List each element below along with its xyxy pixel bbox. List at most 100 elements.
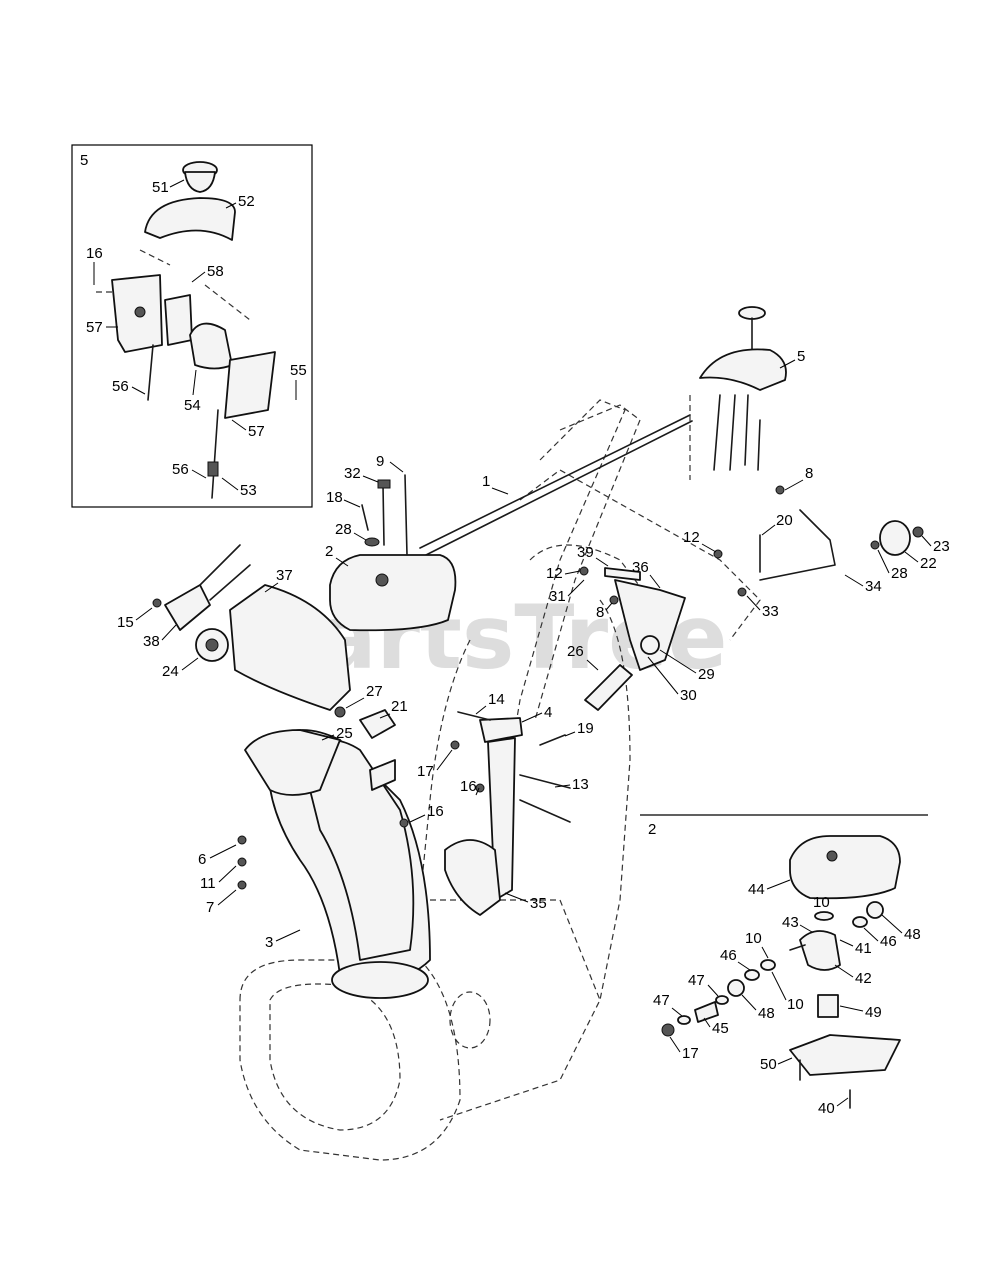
callout-16-chute: 16 (427, 803, 444, 820)
callout-44: 44 (748, 881, 765, 898)
callout-46-left: 46 (720, 947, 737, 964)
callout-33: 33 (762, 603, 779, 620)
callout-36: 36 (632, 559, 649, 576)
shaft-26 (584, 664, 633, 711)
inset-2-label: 2 (648, 821, 656, 838)
housing-hole (375, 573, 389, 587)
callout-20: 20 (776, 512, 793, 529)
callout-6: 6 (198, 851, 206, 868)
nut-17 (450, 740, 460, 750)
inset-shift-lever-assembly: 5 51 52 16 58 57 55 56 54 (71, 144, 313, 508)
callout-57-right: 57 (248, 423, 265, 440)
callout-16: 16 (86, 245, 103, 262)
inset-spring-45 (694, 1001, 719, 1023)
callout-15: 15 (117, 614, 134, 631)
callout-43: 43 (782, 914, 799, 931)
callout-32: 32 (344, 465, 361, 482)
crank-rod-34 (759, 509, 836, 581)
callout-47-upper: 47 (688, 972, 705, 989)
callout-46-right: 46 (880, 933, 897, 950)
pin-14 (457, 711, 491, 721)
cable-bracket-38 (164, 584, 211, 631)
callout-8b: 8 (596, 604, 604, 621)
callout-50: 50 (760, 1056, 777, 1073)
inset-chute-crank-assembly: 2 44 10 46 48 43 41 10 (640, 814, 928, 1117)
callout-35: 35 (530, 895, 547, 912)
assembly-line (139, 249, 171, 266)
inset-5-label: 5 (80, 152, 88, 169)
shift-rod-edge (423, 420, 693, 557)
callout-52: 52 (238, 193, 255, 210)
callout-49: 49 (865, 1004, 882, 1021)
callout-12-left: 12 (546, 565, 563, 582)
main-rod-a (713, 394, 721, 471)
inset-housing-hole (826, 850, 838, 862)
inset-nut-17 (661, 1023, 675, 1037)
callout-45: 45 (712, 1020, 729, 1037)
crank-knob-22 (879, 520, 911, 556)
pin-18 (361, 504, 369, 531)
callout-28-crank: 28 (891, 565, 908, 582)
callout-54: 54 (184, 397, 201, 414)
washer-28 (364, 537, 380, 547)
upper-chute-part (244, 729, 341, 796)
callout-41: 41 (855, 940, 872, 957)
inset-washer-46b (744, 969, 760, 981)
main-assembly: 1 2 3 4 5 6 7 8 8 9 11 12 12 13 14 15 16… (117, 306, 950, 999)
inset-washer-10a (814, 911, 834, 921)
inset-nut-48a (866, 901, 884, 919)
callout-31: 31 (549, 588, 566, 605)
callout-19: 19 (577, 720, 594, 737)
nut-16 (399, 818, 409, 828)
callout-48-right: 48 (904, 926, 921, 943)
nut-23 (912, 526, 924, 538)
callout-24: 24 (162, 663, 179, 680)
link-39 (604, 567, 641, 581)
shift-cover-part (144, 197, 236, 241)
inset-shaft (789, 944, 806, 951)
callout-10-top: 10 (813, 894, 830, 911)
main-rod-c (744, 394, 749, 466)
lever-plate-part (164, 294, 193, 346)
rod-clip-53 (207, 461, 219, 477)
nut-33 (737, 587, 747, 597)
callout-28: 28 (335, 521, 352, 538)
callout-38: 38 (143, 633, 160, 650)
main-shift-cover (699, 348, 787, 391)
bracket-right-part (224, 351, 276, 419)
nut-8b (609, 595, 619, 605)
shift-cam-part (189, 322, 233, 370)
inset-washer-10b (760, 959, 776, 971)
callout-57-left: 57 (86, 319, 103, 336)
chute-mount-tab (369, 759, 396, 791)
callout-11: 11 (200, 875, 216, 892)
nut-8 (775, 485, 785, 495)
callout-56-upper: 56 (112, 378, 129, 395)
callout-8: 8 (805, 465, 813, 482)
callout-27: 27 (366, 683, 383, 700)
nut-11 (237, 857, 247, 867)
callout-12-right: 12 (683, 529, 700, 546)
callout-10-lower: 10 (787, 996, 804, 1013)
shift-knob-body (184, 171, 216, 193)
callout-10-mid: 10 (745, 930, 762, 947)
callout-16-support: 16 (460, 778, 477, 795)
callout-21: 21 (391, 698, 408, 715)
callout-39: 39 (577, 544, 594, 561)
callout-40: 40 (818, 1100, 835, 1117)
callout-55: 55 (290, 362, 307, 379)
callout-22: 22 (920, 555, 937, 572)
chute-deflector-part (229, 584, 351, 711)
callout-17-inset: 17 (682, 1045, 699, 1062)
inset-washer-46a (852, 916, 868, 928)
callout-42: 42 (855, 970, 872, 987)
callout-26: 26 (567, 643, 584, 660)
callout-7: 7 (206, 899, 214, 916)
inset-bushing-49 (817, 994, 839, 1018)
bolt-13b (519, 799, 571, 823)
callout-25: 25 (336, 725, 353, 742)
shift-bracket-36 (614, 579, 686, 671)
callout-23: 23 (933, 538, 950, 555)
callout-47-lower: 47 (653, 992, 670, 1009)
main-rod-b (729, 394, 736, 471)
